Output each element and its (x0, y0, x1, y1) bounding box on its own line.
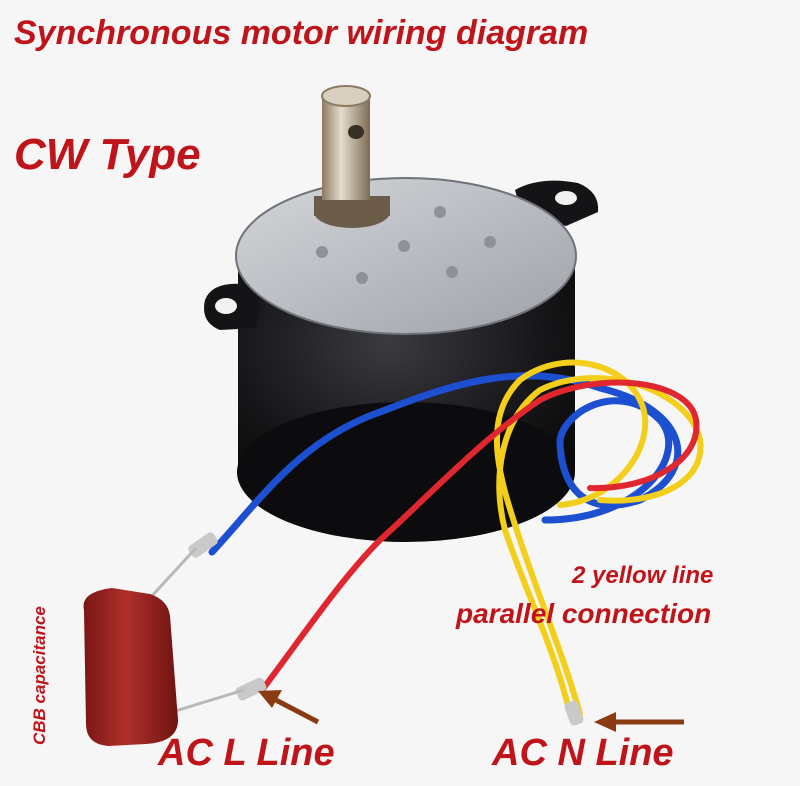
blue-wire (208, 372, 682, 556)
ac-n-line-label: AC N Line (492, 732, 674, 774)
cbb-capacitor (83, 588, 178, 746)
motor-shaft (314, 85, 390, 228)
ac-l-line-label: AC L Line (158, 732, 335, 774)
gear-plate (235, 177, 577, 335)
yellow-line-label: 2 yellow line (572, 562, 714, 589)
cw-type-label: CW Type (14, 130, 201, 179)
diagram-title: Synchronous motor wiring diagram (14, 14, 589, 52)
ac-l-arrow (258, 690, 320, 725)
yellow-wire-2 (496, 375, 704, 717)
yellow-wire-1 (493, 359, 649, 717)
capacitor-label: CBB capacitance (30, 606, 49, 745)
parallel-connection-label: parallel connection (456, 598, 712, 629)
red-wire (259, 379, 700, 693)
red-terminal (235, 677, 267, 701)
yellow-terminal (564, 700, 584, 726)
ac-n-arrow (594, 712, 684, 732)
blue-terminal (188, 532, 218, 558)
